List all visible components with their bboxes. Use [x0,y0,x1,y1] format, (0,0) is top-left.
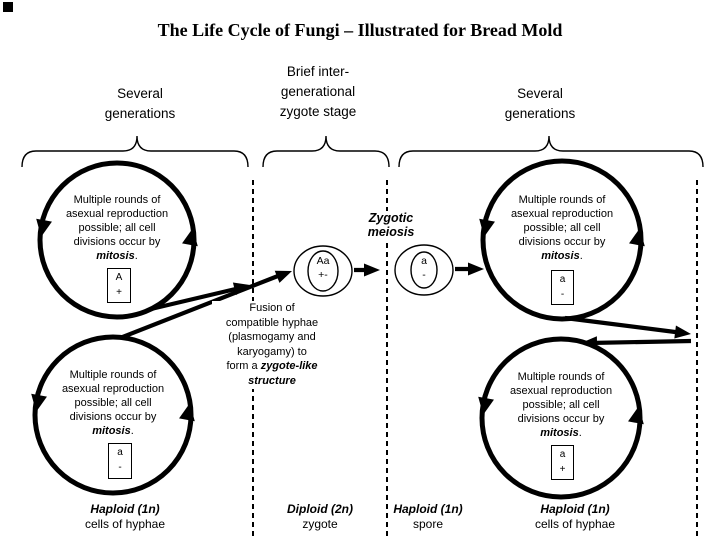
fusion-note-line: Fusion of [249,302,295,314]
stage-label-middle: Brief inter- generational zygote stage [238,62,398,122]
cycle-note-line: divisions occur by [518,236,606,248]
cycle-note-line: possible; all cell [78,222,156,234]
ploidy-label-zygote: Diploid (2n) zygote [230,502,410,531]
cycle-note-top-right: Multiple rounds of asexual reproduction … [482,193,642,263]
cycle-arrowhead-icon [31,393,47,412]
cycle-note-line: asexual reproduction [65,208,169,220]
fusion-note-line: structure [248,374,296,387]
asexual-cycle-bottom-left [31,334,195,496]
cycle-note-line: mitosis. [92,425,134,437]
cycle-note-line: mitosis. [540,427,582,439]
ploidy-desc: zygote [302,516,338,531]
brace-right [398,135,704,168]
corner-mark [3,2,13,12]
fusion-note-line: (plasmogamy and [228,331,316,344]
stage-label-line: generational [280,84,356,99]
mating-type-sign: + [116,287,122,298]
mating-type-sign: - [118,462,122,473]
cycle-note-line: asexual reproduction [61,383,165,395]
zygotic-meiosis-line: meiosis [367,225,415,239]
stage-label-line: Several [117,86,163,101]
cycle-note-line: possible; all cell [74,397,152,409]
cycle-note-line: Multiple rounds of [73,194,161,206]
ploidy-text: Diploid (2n) [287,502,353,516]
arrow-zygote-to-meiosis [354,263,380,277]
zygote-cell-label: Aa +- [303,254,343,282]
mating-type-allele: a [559,274,566,285]
spore-mating-sign: - [422,269,426,281]
cycle-note-top-left: Multiple rounds of asexual reproduction … [37,193,197,263]
mating-type-box-top-right: a - [551,270,574,305]
stage-label-right: Several generations [460,84,620,124]
cycle-arrowhead-icon [478,396,494,415]
asexual-cycle-bottom-right [478,336,644,500]
zygotic-meiosis-line: Zygotic [368,211,414,225]
cycle-note-line: asexual reproduction [509,385,613,397]
spore-genotype: a [421,255,427,267]
fusion-note-line: form a zygote-like [226,360,318,373]
spore-cell-label: a - [404,254,444,282]
ploidy-desc: cells of hyphae [534,516,616,531]
cycle-note-line: divisions occur by [73,236,161,248]
fusion-note-line: karyogamy) to [237,345,307,358]
spore-cell [394,244,454,296]
cycle-note-bottom-right: Multiple rounds of asexual reproduction … [481,370,641,440]
cycle-arrowhead-icon [628,406,644,425]
arrow-into-bottomright-cycle [581,336,692,350]
stage-label-line: generations [504,106,576,121]
ploidy-text: Haploid (1n) [540,502,610,516]
cycle-arrowhead-icon [36,218,52,237]
cycle-note-line: possible; all cell [523,222,601,234]
ploidy-text: Haploid (1n) [393,502,463,516]
cycle-note-line: mitosis. [541,250,583,262]
ploidy-label-spore: Haploid (1n) spore [338,502,518,531]
zygote-cell [293,245,353,297]
arrow-topright-cycle-exit [564,315,691,339]
asexual-cycle-top-right [479,158,645,322]
mating-type-box-bottom-left: a - [108,443,132,479]
stage-label-line: Brief inter- [286,64,350,79]
cycle-note-line: asexual reproduction [510,208,614,220]
mating-type-box-top-left: A + [107,268,131,303]
mating-type-box-bottom-right: a + [551,445,574,480]
stage-label-line: generations [104,106,176,121]
diagram-title: The Life Cycle of Fungi – Illustrated fo… [157,20,563,40]
ploidy-label-hyphae-left: Haploid (1n) cells of hyphae [35,502,215,531]
fusion-note: Fusion of compatible hyphae (plasmogamy … [212,301,332,389]
cycle-arrowhead-icon [179,403,195,422]
stage-label-line: Several [517,86,563,101]
mating-type-allele: a [559,449,566,460]
brace-middle [262,135,390,168]
cycle-note-bottom-left: Multiple rounds of asexual reproduction … [33,368,193,438]
ploidy-label-hyphae-right: Haploid (1n) cells of hyphae [485,502,665,531]
ploidy-desc: spore [412,516,444,531]
cycle-note-line: Multiple rounds of [517,371,605,383]
zygote-genotype: Aa [316,255,330,267]
cycle-note-line: mitosis. [96,250,138,262]
mating-type-allele: A [115,272,123,283]
brace-left [21,135,249,168]
mating-type-allele: a [117,447,123,458]
cycle-note-line: possible; all cell [522,399,600,411]
arrow-spore-to-cycle [455,262,484,276]
mating-type-sign: - [560,289,565,300]
cycle-note-line: Multiple rounds of [69,369,157,381]
arrow-bottomleft-to-zygote [119,270,292,340]
zygote-mating-signs: +- [318,269,328,281]
cycle-note-line: Multiple rounds of [518,194,606,206]
mating-type-sign: + [559,464,566,475]
asexual-cycle-top-left [36,160,198,320]
fusion-note-line: compatible hyphae [225,316,319,329]
ploidy-text: Haploid (1n) [90,502,160,516]
cycle-arrowhead-icon [479,218,495,237]
zygotic-meiosis-label: Zygotic meiosis [351,211,431,239]
cycle-note-line: divisions occur by [517,413,605,425]
stage-label-left: Several generations [60,84,220,124]
cycle-note-line: divisions occur by [69,411,157,423]
cycle-arrowhead-icon [629,228,645,247]
ploidy-desc: cells of hyphae [84,516,166,531]
cycle-arrowhead-icon [182,228,198,247]
stage-label-line: zygote stage [279,104,357,119]
